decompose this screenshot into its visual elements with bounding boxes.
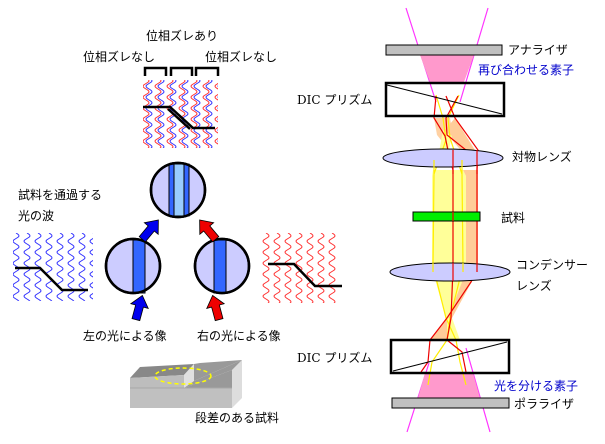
blue-wave-line — [89, 233, 93, 300]
label-polarizer: ポラライザ — [514, 397, 575, 411]
red-wave-line — [273, 233, 281, 303]
magenta-ray-bottom-right — [465, 347, 491, 433]
red-wave-line — [262, 233, 270, 303]
pink-beam-bottom — [418, 373, 480, 398]
blue-wave-line — [45, 233, 53, 301]
label-stepped-specimen: 段差のある試料 — [195, 411, 280, 425]
phase-brackets — [143, 66, 220, 76]
label-condenser-1: コンデンサー — [516, 258, 589, 272]
combined-waves — [143, 80, 218, 148]
blue-wave-line — [56, 233, 64, 301]
red-wave-line — [317, 233, 325, 303]
combined-wave-line — [202, 80, 210, 148]
label-right-image: 右の光による像 — [197, 329, 281, 343]
bracket-middle — [169, 66, 194, 76]
arrow-blue-up-right — [138, 219, 159, 243]
combined-wave-line — [143, 80, 150, 148]
condenser-lens — [389, 262, 511, 282]
combined-wave-line — [190, 80, 198, 148]
red-wave-line — [306, 233, 314, 303]
red-wave-line — [328, 233, 336, 303]
label-waves-caption-2: 光の波 — [18, 209, 55, 223]
label-split-element: 光を分ける素子 — [494, 379, 579, 393]
label-phase-shift-present: 位相ズレあり — [146, 29, 219, 43]
label-left-image: 左の光による像 — [83, 329, 167, 343]
left-light-image — [104, 237, 162, 295]
bracket-right — [194, 66, 220, 76]
combined-wave-line — [154, 80, 162, 148]
combined-wave-line — [214, 82, 218, 145]
red-wave-line — [284, 233, 292, 303]
combined-wave-line — [181, 80, 189, 148]
combined-wave-line — [145, 80, 153, 148]
combined-image — [149, 161, 207, 219]
beam-through-objective — [433, 150, 478, 174]
red-wave-line — [295, 233, 303, 303]
combined-wave-line — [178, 80, 186, 148]
step-profile-left — [15, 266, 88, 292]
polarizer-plate — [391, 397, 510, 409]
bracket-left — [143, 66, 168, 76]
dic-prism-top — [384, 81, 506, 118]
label-dic-prism-bottom: DIC プリズム — [297, 351, 373, 365]
specimen-slide — [412, 211, 481, 222]
blue-wave-line — [78, 233, 86, 301]
label-no-phase-shift-left: 位相ズレなし — [83, 50, 156, 64]
stepped-specimen — [130, 360, 242, 408]
label-condenser-2: レンズ — [516, 279, 552, 293]
arrow-blue-up — [129, 294, 149, 322]
arrow-red-up — [206, 294, 226, 322]
label-recombine-element: 再び合わせる素子 — [478, 63, 575, 77]
analyzer-plate — [385, 44, 503, 56]
blue-wave-line — [67, 233, 75, 301]
red-waves — [262, 233, 336, 303]
step-profile-right — [268, 262, 342, 288]
arrow-red-up-left — [199, 219, 220, 243]
combined-wave-line — [217, 85, 218, 143]
label-analyzer: アナライザ — [508, 43, 568, 57]
label-specimen: 試料 — [501, 211, 526, 225]
label-objective-lens: 対物レンズ — [512, 150, 572, 164]
pink-beam-top — [420, 55, 474, 82]
combined-wave-line — [157, 80, 165, 148]
right-light-image — [193, 237, 251, 295]
label-dic-prism-top: DIC プリズム — [297, 93, 373, 107]
step-profile-top — [143, 105, 215, 130]
label-no-phase-shift-right: 位相ズレなし — [205, 50, 278, 64]
label-waves-caption-1: 試料を通過する — [18, 188, 103, 202]
combined-wave-line — [205, 80, 213, 148]
objective-lens — [382, 148, 504, 168]
dic-prism-bottom — [389, 338, 511, 375]
beam-through-condenser — [432, 263, 478, 281]
combined-wave-line — [193, 80, 201, 148]
